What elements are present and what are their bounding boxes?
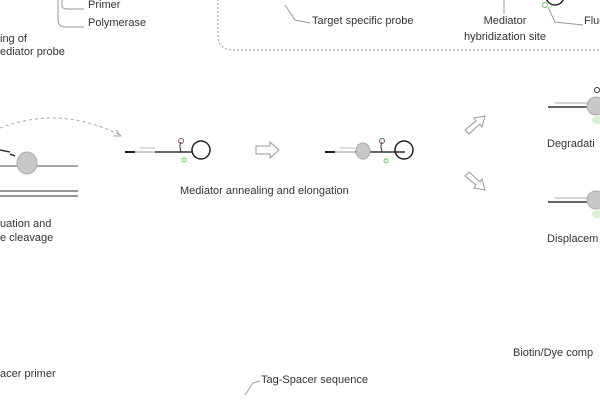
label-hybridization-site: hybridization site xyxy=(464,31,546,43)
label-cleavage-2: e cleavage xyxy=(0,232,54,244)
quencher-icon xyxy=(178,138,184,144)
label-displacement: Displacem xyxy=(547,233,599,245)
step-arrow xyxy=(255,140,280,160)
branch-arrow-down xyxy=(464,171,486,191)
label-cleavage-1: uation and xyxy=(0,218,52,230)
legend-box xyxy=(217,0,600,51)
polymerase-icon xyxy=(16,151,38,175)
fluorophore-icon xyxy=(181,157,187,163)
cleavage-duplex xyxy=(0,149,78,197)
label-primer: Primer xyxy=(88,0,121,11)
degradation-product xyxy=(548,87,600,124)
leader-polymerase xyxy=(57,0,84,28)
label-degradation: Degradati xyxy=(547,138,595,150)
mediator-probe-1 xyxy=(125,138,211,163)
leader-tag-spacer xyxy=(244,380,261,396)
leader-probe xyxy=(284,4,311,24)
label-polymerase: Polymerase xyxy=(88,17,147,29)
label-mediator: Mediator xyxy=(483,15,527,27)
branch-arrow-up xyxy=(464,115,486,135)
leader-primer xyxy=(61,0,84,10)
dashed-transfer-arrow xyxy=(0,117,121,136)
label-binding-2: ediator probe xyxy=(0,46,65,58)
label-target-specific-probe: Target specific probe xyxy=(312,15,414,27)
label-fluorophore: Fluoe xyxy=(584,15,600,27)
mediator-probe-2 xyxy=(325,138,414,164)
fluor-legend-icon xyxy=(542,2,548,8)
displacement-product xyxy=(548,190,600,218)
label-biotin-dye: Biotin/Dye comp xyxy=(513,347,594,359)
label-mediator-annealing: Mediator annealing and elongation xyxy=(180,185,349,197)
label-spacer-primer: acer primer xyxy=(0,368,56,380)
label-binding-1: ing of xyxy=(0,33,27,45)
label-tag-spacer: Tag-Spacer sequence xyxy=(261,374,369,386)
